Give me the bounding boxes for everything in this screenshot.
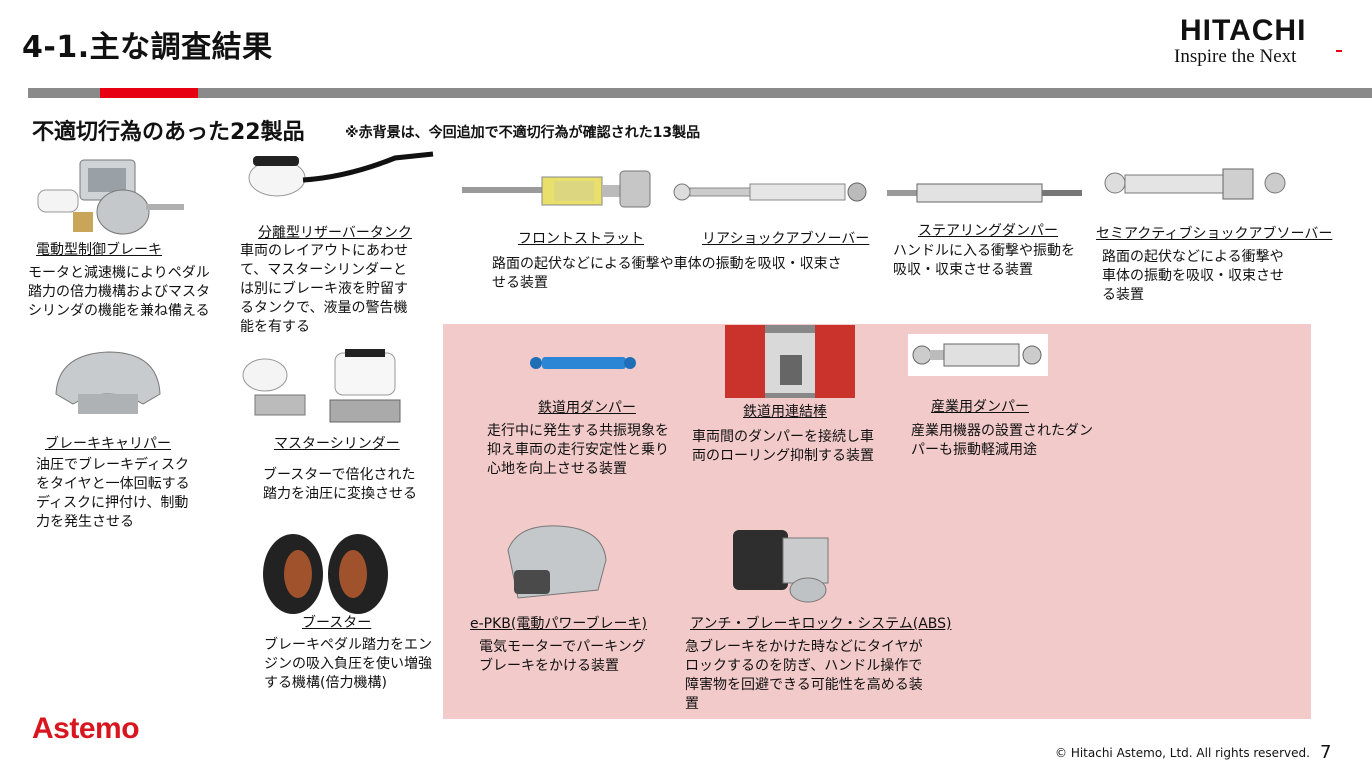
newly-confirmed-area — [443, 324, 1311, 719]
desc-master-cylinder: ブースターで倍化された踏力を油圧に変換させる — [263, 467, 417, 502]
rear-shock-absorber-icon — [673, 182, 867, 202]
industrial-damper-icon — [908, 334, 1048, 376]
label-epkb: e-PKB(電動パワーブレーキ) — [470, 616, 647, 632]
booster-icon — [263, 534, 388, 614]
label-electric-brake: 電動型制御ブレーキ — [36, 242, 162, 258]
desc-rail-damper: 走行中に発生する共振現象を抑え車両の走行安定性と乗り心地を向上させる装置 — [487, 423, 669, 477]
desc-reservoir: 車両のレイアウトにあわせて、マスターシリンダーとは別にブレーキ液を貯留するタンク… — [240, 243, 408, 335]
label-front-strut: フロントストラット — [518, 231, 644, 247]
page-title: 4-1.主な調査結果 — [22, 30, 273, 65]
desc-strut-absorber: 路面の起伏などによる衝撃や車体の振動を吸収・収束させる装置 — [492, 256, 842, 291]
header-divider-accent — [100, 88, 198, 98]
abs-unit-icon — [733, 530, 829, 603]
desc-electric-brake: モータと減速機によりペダル踏力の倍力機構およびマスタシリンダの機能を兼ね備える — [28, 265, 210, 319]
desc-abs: 急ブレーキをかけた時などにタイヤがロックするのを防ぎ、ハンドル操作で障害物を回避… — [685, 639, 923, 712]
epkb-caliper-icon — [507, 525, 607, 599]
copyright: © Hitachi Astemo, Ltd. All rights reserv… — [1055, 746, 1310, 760]
label-caliper: ブレーキキャリパー — [45, 436, 171, 452]
hitachi-logo: HITACHI — [1180, 14, 1307, 47]
section-title: 不適切行為のあった22製品 — [32, 120, 305, 145]
brake-caliper-icon — [55, 351, 161, 414]
master-cylinder-icon — [242, 349, 401, 423]
tagline-accent-mark — [1336, 50, 1342, 52]
electric-brake-unit-icon — [37, 159, 184, 235]
label-reservoir: 分離型リザーバータンク — [258, 225, 412, 241]
desc-booster: ブレーキペダル踏力をエンジンの吸入負圧を使い増強する機構(倍力機構) — [264, 637, 432, 691]
astemo-logo: Astemo — [32, 712, 140, 745]
label-rail-coupler: 鉄道用連結棒 — [743, 404, 827, 420]
desc-steering-damper: ハンドルに入る衝撃や振動を吸収・収束させる装置 — [893, 243, 1075, 278]
label-rear-absorber: リアショックアブソーバー — [702, 231, 870, 247]
rail-coupler-icon — [725, 325, 855, 398]
hitachi-tagline: Inspire the Next — [1174, 46, 1342, 68]
label-abs: アンチ・ブレーキロック・システム(ABS) — [690, 616, 952, 632]
desc-semi-active: 路面の起伏などによる衝撃や車体の振動を吸収・収束させる装置 — [1102, 249, 1284, 303]
label-rail-damper: 鉄道用ダンパー — [538, 400, 636, 416]
label-master-cylinder: マスターシリンダー — [274, 436, 400, 452]
section-note: ※赤背景は、今回追加で不適切行為が確認された13製品 — [345, 125, 701, 141]
desc-caliper: 油圧でブレーキディスクをタイヤと一体回転するディスクに押付け、制動力を発生させる — [36, 457, 190, 530]
label-booster: ブースター — [302, 615, 372, 631]
steering-damper-icon — [887, 183, 1082, 203]
front-strut-icon — [462, 170, 651, 208]
page-number: 7 — [1320, 742, 1332, 763]
label-semi-active: セミアクティブショックアブソーバー — [1096, 226, 1333, 242]
desc-industrial-damper: 産業用機器の設置されたダンパーも振動軽減用途 — [911, 423, 1093, 458]
label-steering-damper: ステアリングダンパー — [918, 223, 1058, 239]
tagline-text: Inspire the Next — [1174, 46, 1297, 67]
semi-active-absorber-icon — [1104, 168, 1286, 200]
rail-damper-icon — [530, 357, 636, 369]
desc-rail-coupler: 車両間のダンパーを接続し車両のローリング抑制する装置 — [692, 429, 874, 464]
label-industrial-damper: 産業用ダンパー — [931, 399, 1029, 415]
desc-epkb: 電気モーターでパーキングブレーキをかける装置 — [479, 639, 646, 674]
reservoir-tank-icon — [248, 151, 434, 197]
header-divider — [28, 88, 1372, 98]
